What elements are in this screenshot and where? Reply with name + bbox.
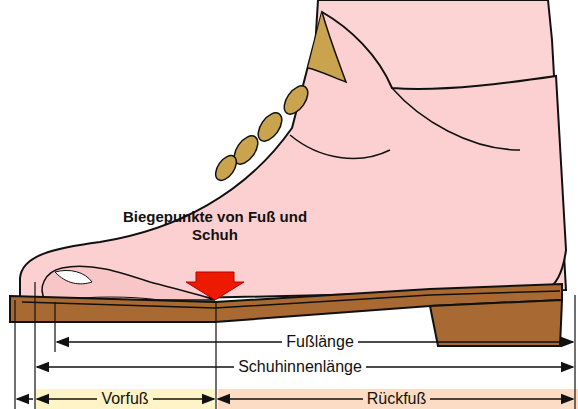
heel-seam: [392, 88, 520, 150]
dimension-label: Schuhinnenlänge: [234, 358, 366, 376]
extension-lines: [15, 282, 575, 409]
seam-line: [290, 135, 390, 158]
rearfoot-band: [218, 389, 578, 409]
region-label: Vorfuß: [97, 390, 152, 408]
forefoot-band: [35, 389, 215, 409]
dimension-label: Fußlänge: [282, 333, 358, 351]
bend-point-marker: [186, 272, 244, 300]
forefoot-band: Vorfuß: [35, 389, 215, 409]
laces: [211, 82, 312, 184]
shoe-tongue: [308, 12, 346, 82]
bend-point-callout: Biegepunkte von Fuß und Schuh: [120, 208, 310, 244]
shoe-upper: [20, 12, 566, 302]
region-label: Rückfuß: [363, 390, 431, 408]
rearfoot-band: Rückfuß: [218, 389, 575, 409]
heel: [430, 300, 562, 346]
toenail: [55, 270, 92, 283]
